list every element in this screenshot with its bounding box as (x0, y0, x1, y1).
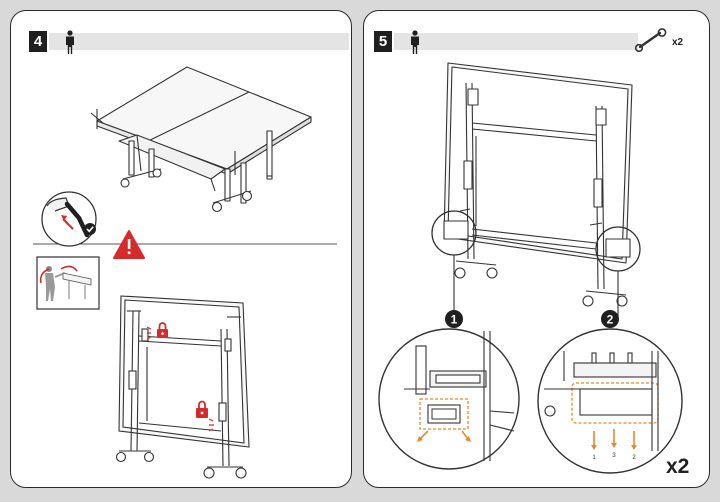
highlighted-bracket (419, 398, 469, 430)
tool-quantity: x2 (672, 37, 684, 48)
person-icon (411, 30, 419, 54)
step-5-quantity: x2 (666, 455, 690, 478)
callout-2: 2 (601, 310, 619, 328)
latch-detail-inset (41, 191, 97, 247)
step-4-header-bar (49, 33, 349, 50)
lock-icon (196, 400, 214, 432)
step-5-number: 5 (374, 31, 392, 52)
arrow-icon (591, 429, 637, 450)
checkmark-icon (84, 223, 96, 235)
svg-text:1: 1 (451, 313, 458, 327)
detail-1-inset (378, 328, 520, 470)
lock-icon (146, 322, 168, 340)
person-icon (66, 30, 74, 54)
wrench-icon (634, 28, 667, 53)
svg-text:2: 2 (607, 313, 614, 327)
step-5-panel: 5 x2 (363, 10, 710, 488)
detail-label-2: 2 (632, 455, 636, 461)
open-table-drawing (90, 66, 312, 213)
step-4-illustration (33, 66, 337, 479)
step-4-panel: 4 (10, 10, 352, 488)
arrow-icon (417, 430, 471, 442)
warning-icon (113, 230, 145, 259)
step-4-number: 4 (29, 31, 47, 52)
step-5-illustration: 1 2 (378, 62, 683, 474)
folded-table-drawing (115, 295, 250, 479)
callout-1: 1 (445, 310, 463, 328)
step-5-header-bar (394, 33, 638, 50)
detail-label-1: 1 (592, 455, 596, 461)
folding-person-inset (36, 256, 100, 310)
detail-2-inset: 1 3 2 (537, 328, 683, 474)
detail-label-3: 3 (612, 453, 616, 459)
